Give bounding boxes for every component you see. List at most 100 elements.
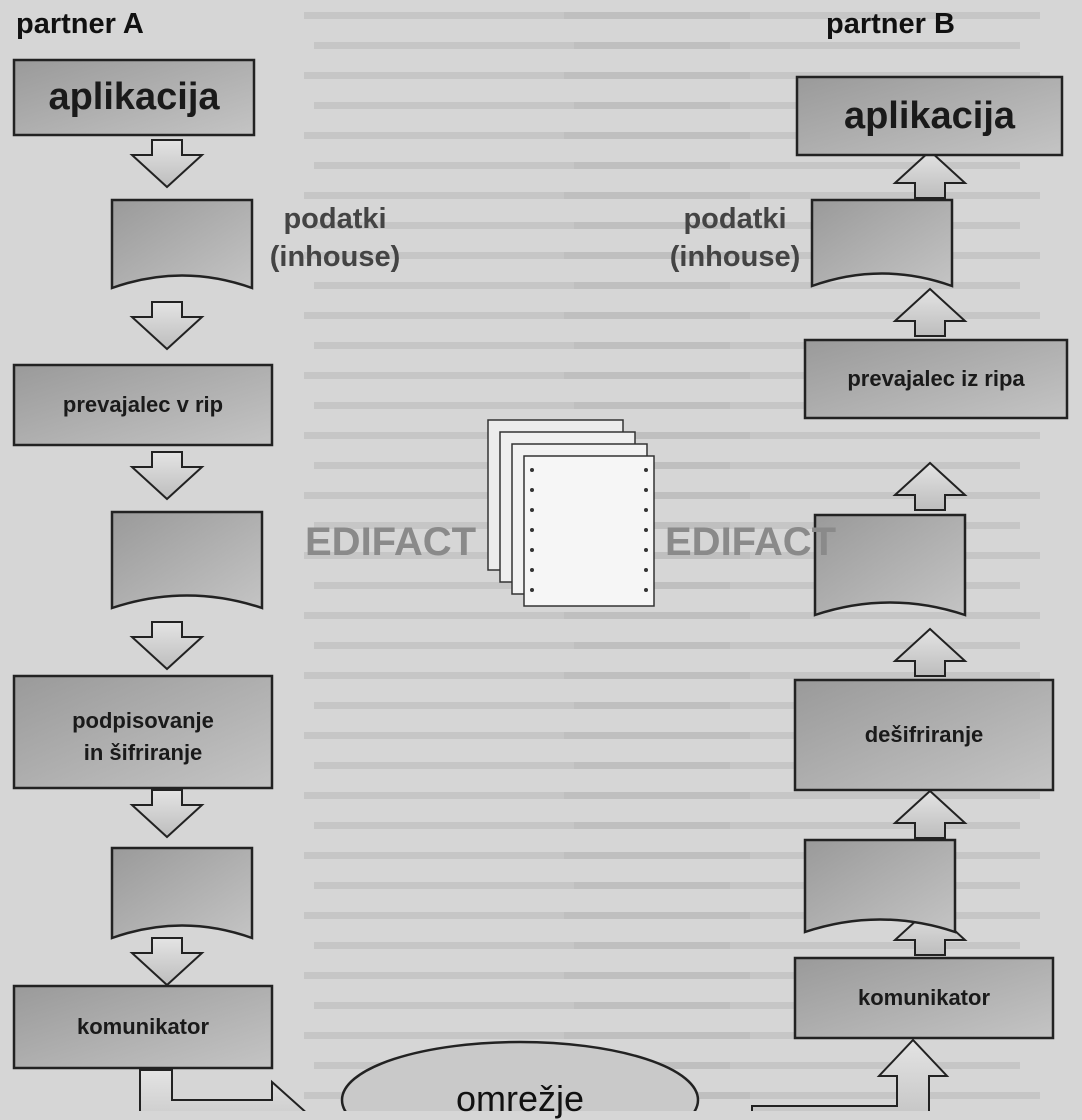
arrow-up-icon — [892, 149, 968, 199]
background-line — [304, 372, 750, 379]
background-line — [314, 642, 730, 649]
background-line — [314, 702, 730, 709]
partner-a-edifact-shape — [110, 510, 264, 610]
background-line — [564, 192, 1040, 199]
background-line — [574, 42, 1020, 49]
partner-a-title: partner A — [16, 8, 144, 40]
background-line — [564, 252, 1040, 259]
background-line — [304, 132, 750, 139]
background-line — [304, 672, 750, 679]
partner-b-edifact-label: EDIFACT — [665, 520, 837, 564]
arrow-down-icon — [129, 139, 205, 189]
arrow-up-icon — [892, 461, 968, 511]
background-line — [574, 822, 1020, 829]
partner-b-step-komunikator: komunikator — [857, 985, 991, 1010]
background-line — [314, 342, 730, 349]
partner-a-encrypted-shape — [110, 846, 254, 940]
background-line — [304, 252, 750, 259]
network-label: omrežje — [455, 1078, 585, 1119]
background-line — [564, 312, 1040, 319]
background-line — [314, 402, 730, 409]
background-line — [314, 282, 730, 289]
partner-b-podatki-shape — [810, 198, 954, 288]
partner-b-prevajalec-box — [803, 338, 1069, 420]
background-line — [564, 372, 1040, 379]
background-line — [564, 1092, 1040, 1099]
background-line — [574, 642, 1020, 649]
background-line — [314, 102, 730, 109]
background-line — [304, 852, 750, 859]
partner-b-komunikator-box — [793, 956, 1055, 1040]
edifact-paper-stack-icon — [487, 419, 655, 607]
arrow-down-icon — [129, 621, 205, 671]
partner-b-step-aplikacija: aplikacija — [843, 95, 1016, 137]
background-line — [304, 192, 750, 199]
background-line — [314, 42, 730, 49]
network-ellipse — [340, 1040, 700, 1111]
background-line — [304, 12, 750, 19]
background-line — [574, 882, 1020, 889]
background-line — [304, 912, 750, 919]
background-line — [304, 972, 750, 979]
partner-b-aplikacija-box — [795, 75, 1064, 157]
background-line — [314, 942, 730, 949]
background-line — [564, 672, 1040, 679]
partner-b-encrypted-shape — [803, 838, 957, 934]
background-line — [564, 432, 1040, 439]
partner-a-podpisovanje-box — [12, 674, 274, 790]
background-line — [314, 822, 730, 829]
background-line — [304, 612, 750, 619]
background-line — [564, 12, 1040, 19]
partner-a-step-podatki: podatki (inhouse) — [269, 203, 401, 273]
background-line — [564, 72, 1040, 79]
background-line — [564, 492, 1040, 499]
arrow-up-icon — [751, 1038, 950, 1111]
background-line — [314, 762, 730, 769]
background-line — [304, 312, 750, 319]
background-line — [574, 282, 1020, 289]
partner-a-step-podpisovanje: podpisovanje in šifriranje — [72, 708, 214, 765]
background-line — [564, 852, 1040, 859]
background-line — [314, 162, 730, 169]
partner-b-desifriranje-box — [793, 678, 1055, 792]
background-line — [314, 1002, 730, 1009]
partner-a-step-aplikacija: aplikacija — [48, 76, 220, 118]
partner-b-step-prevajalec: prevajalec iz ripa — [847, 366, 1025, 391]
partner-b-step-desifriranje: dešifriranje — [864, 722, 984, 747]
partner-b-title: partner B — [826, 8, 955, 40]
arrow-up-icon — [892, 287, 968, 337]
partner-a-prevajalec-box — [12, 363, 274, 447]
partner-a-komunikator-box — [12, 984, 274, 1070]
partner-a-edifact-label: EDIFACT — [305, 520, 477, 564]
background-line — [564, 912, 1040, 919]
partner-a-step-prevajalec: prevajalec v rip — [62, 392, 224, 417]
arrow-down-icon — [129, 937, 205, 987]
background-line — [574, 942, 1020, 949]
arrow-up-icon — [892, 627, 968, 677]
background-line — [304, 1032, 750, 1039]
background-line — [314, 882, 730, 889]
background-line — [574, 1062, 1020, 1069]
background-line — [304, 72, 750, 79]
background-line — [574, 162, 1020, 169]
arrow-up-icon — [892, 789, 968, 839]
background-line — [304, 792, 750, 799]
arrow-down-icon — [129, 451, 205, 501]
arrow-right-icon — [139, 1069, 306, 1111]
background-line — [574, 582, 1020, 589]
background-line — [564, 612, 1040, 619]
background-line — [574, 342, 1020, 349]
arrow-down-icon — [129, 301, 205, 351]
partner-b-edifact-shape — [813, 513, 967, 617]
partner-b-step-podatki: podatki (inhouse) — [669, 203, 801, 273]
background-line — [564, 552, 1040, 559]
background-line — [574, 462, 1020, 469]
background-line — [314, 222, 730, 229]
background-line — [574, 402, 1020, 409]
partner-a-aplikacija-box — [12, 58, 256, 137]
arrow-down-icon — [129, 789, 205, 839]
partner-a-step-komunikator: komunikator — [76, 1014, 210, 1039]
background-line — [574, 522, 1020, 529]
background-line — [304, 732, 750, 739]
